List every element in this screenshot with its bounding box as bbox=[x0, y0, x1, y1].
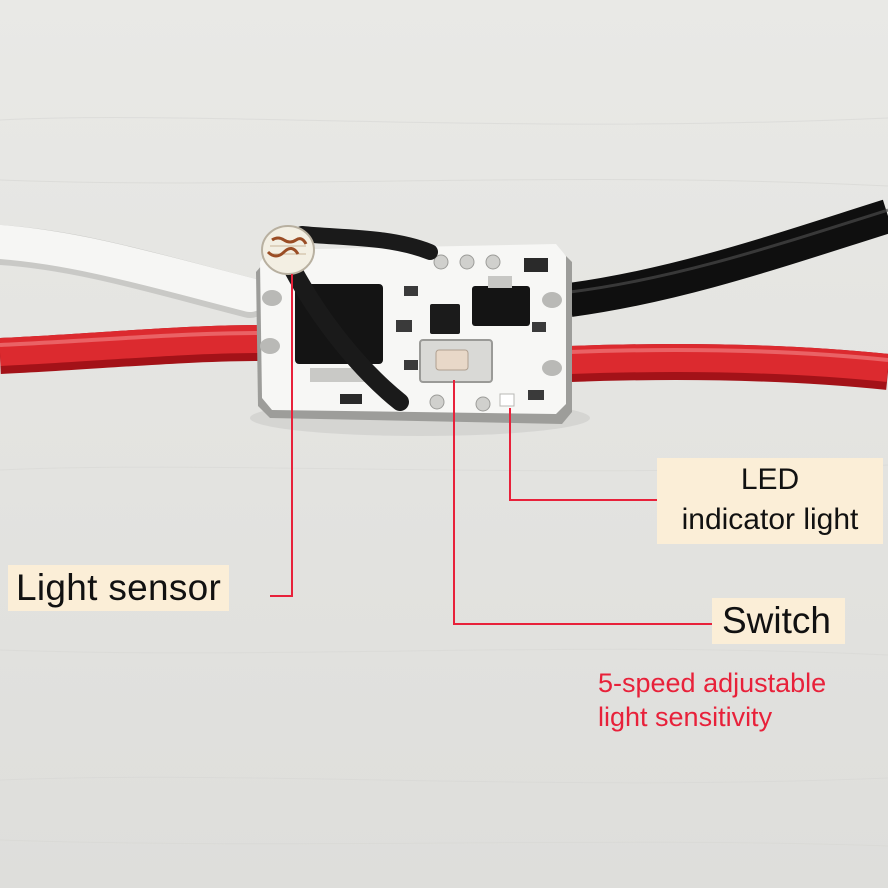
sensor-lead-1 bbox=[294, 226, 438, 260]
pcb-board bbox=[256, 244, 572, 424]
wood-grain bbox=[0, 117, 888, 847]
switch-label: Switch bbox=[712, 598, 845, 644]
sensitivity-note-line2: light sensitivity bbox=[598, 702, 773, 732]
light-sensor-label: Light sensor bbox=[8, 565, 230, 611]
led-label-line1: LED bbox=[740, 463, 800, 496]
leader-line-led bbox=[509, 408, 657, 501]
sensor-lead-2 bbox=[283, 259, 409, 411]
black-wire-right bbox=[567, 199, 888, 317]
led-label-line2: indicator light bbox=[681, 503, 859, 536]
sensitivity-note-line1: 5-speed adjustable bbox=[598, 668, 827, 698]
leader-lines bbox=[270, 274, 712, 625]
led-indicator-label: LED indicator light bbox=[657, 458, 883, 544]
leader-line-sensor bbox=[270, 274, 293, 597]
photoresistor bbox=[261, 225, 315, 275]
led-indicator bbox=[499, 393, 515, 407]
sensitivity-note: 5-speed adjustable light sensitivity bbox=[598, 666, 826, 734]
leader-line-switch bbox=[453, 380, 712, 625]
